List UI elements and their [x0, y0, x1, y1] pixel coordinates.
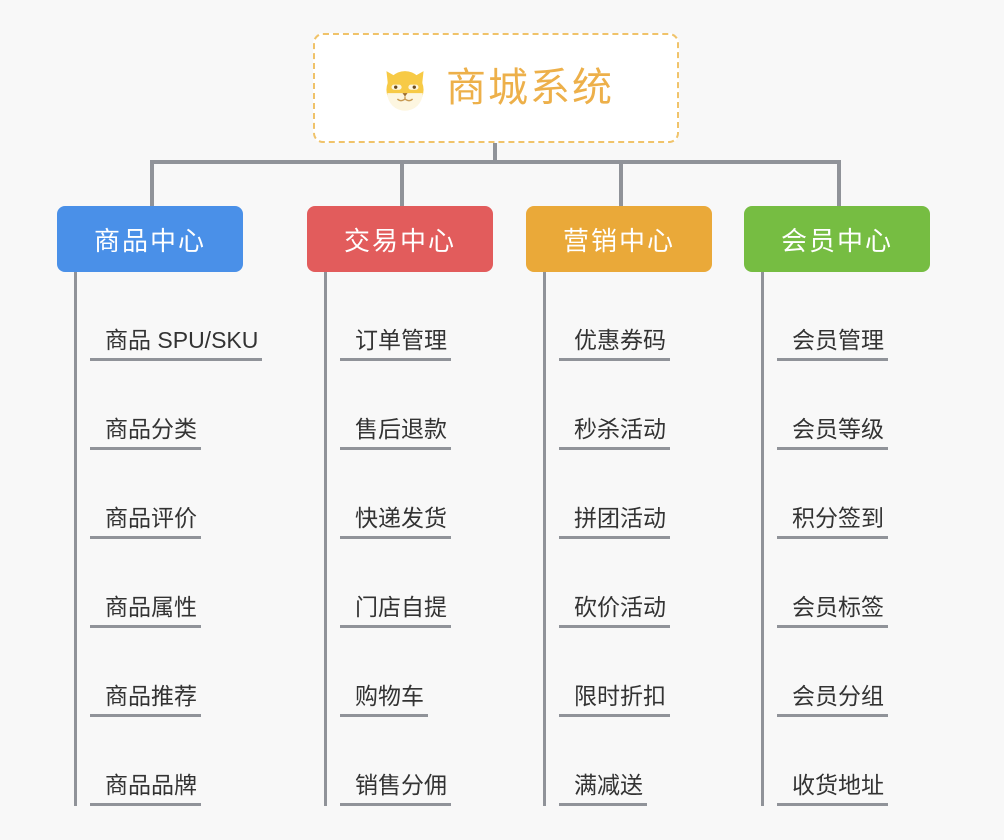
leaf-label: 购物车: [340, 684, 428, 717]
leaf-label: 限时折扣: [559, 684, 670, 717]
list-item[interactable]: 商品评价: [74, 450, 277, 539]
leaf-list-4: 会员管理 会员等级 积分签到 会员标签 会员分组 收货地址: [761, 272, 964, 806]
leaf-label: 满减送: [559, 773, 647, 806]
list-item[interactable]: 售后退款: [324, 361, 527, 450]
list-item[interactable]: 优惠券码: [543, 272, 746, 361]
list-item[interactable]: 限时折扣: [543, 628, 746, 717]
leaf-label: 收货地址: [777, 773, 888, 806]
category-column-2: 交易中心 订单管理 售后退款 快递发货 门店自提 购物车 销售分佣: [307, 206, 527, 806]
trunk-line-3: [543, 272, 546, 806]
leaf-label: 会员管理: [777, 328, 888, 361]
leaf-label: 会员标签: [777, 595, 888, 628]
category-label: 营销中心: [562, 225, 675, 256]
root-title: 商城系统: [446, 66, 614, 110]
category-label: 会员中心: [780, 225, 893, 256]
leaf-list-1: 商品 SPU/SKU 商品分类 商品评价 商品属性 商品推荐 商品品牌: [74, 272, 277, 806]
category-column-4: 会员中心 会员管理 会员等级 积分签到 会员标签 会员分组 收货地址: [744, 206, 964, 806]
list-item[interactable]: 商品推荐: [74, 628, 277, 717]
leaf-label: 商品属性: [90, 595, 201, 628]
category-header-marketing[interactable]: 营销中心: [526, 206, 712, 272]
leaf-list-3: 优惠券码 秒杀活动 拼团活动 砍价活动 限时折扣 满减送: [543, 272, 746, 806]
leaf-label: 优惠券码: [559, 328, 670, 361]
leaf-label: 商品评价: [90, 506, 201, 539]
list-item[interactable]: 商品品牌: [74, 717, 277, 806]
category-header-product[interactable]: 商品中心: [57, 206, 243, 272]
list-item[interactable]: 会员标签: [761, 539, 964, 628]
list-item[interactable]: 拼团活动: [543, 450, 746, 539]
leaf-label: 商品 SPU/SKU: [90, 328, 263, 361]
connector-drop-2: [400, 160, 404, 206]
leaf-label: 会员分组: [777, 684, 888, 717]
leaf-label: 秒杀活动: [559, 417, 670, 450]
trunk-line-4: [761, 272, 764, 806]
list-item[interactable]: 门店自提: [324, 539, 527, 628]
leaf-label: 商品推荐: [90, 684, 201, 717]
list-item[interactable]: 快递发货: [324, 450, 527, 539]
leaf-label: 门店自提: [340, 595, 451, 628]
list-item[interactable]: 会员等级: [761, 361, 964, 450]
leaf-label: 拼团活动: [559, 506, 670, 539]
category-column-3: 营销中心 优惠券码 秒杀活动 拼团活动 砍价活动 限时折扣 满减送: [526, 206, 746, 806]
category-column-1: 商品中心 商品 SPU/SKU 商品分类 商品评价 商品属性 商品推荐 商品品牌: [57, 206, 277, 806]
list-item[interactable]: 砍价活动: [543, 539, 746, 628]
leaf-label: 订单管理: [340, 328, 451, 361]
trunk-line-1: [74, 272, 77, 806]
leaf-label: 快递发货: [340, 506, 451, 539]
category-label: 商品中心: [93, 225, 206, 256]
leaf-list-2: 订单管理 售后退款 快递发货 门店自提 购物车 销售分佣: [324, 272, 527, 806]
connector-drop-1: [150, 160, 154, 206]
list-item[interactable]: 商品属性: [74, 539, 277, 628]
category-header-member[interactable]: 会员中心: [744, 206, 930, 272]
category-label: 交易中心: [343, 225, 456, 256]
connector-root-stem: [493, 143, 497, 162]
leaf-label: 商品品牌: [90, 773, 201, 806]
connector-drop-3: [619, 160, 623, 206]
leaf-label: 积分签到: [777, 506, 888, 539]
leaf-label: 销售分佣: [340, 773, 451, 806]
root-node-shop-system[interactable]: 商城系统: [313, 33, 679, 143]
list-item[interactable]: 订单管理: [324, 272, 527, 361]
list-item[interactable]: 销售分佣: [324, 717, 527, 806]
list-item[interactable]: 秒杀活动: [543, 361, 746, 450]
leaf-label: 商品分类: [90, 417, 201, 450]
category-header-trade[interactable]: 交易中心: [307, 206, 493, 272]
list-item[interactable]: 会员管理: [761, 272, 964, 361]
list-item[interactable]: 商品 SPU/SKU: [74, 272, 277, 361]
list-item[interactable]: 满减送: [543, 717, 746, 806]
leaf-label: 会员等级: [777, 417, 888, 450]
connector-drop-4: [837, 160, 841, 206]
list-item[interactable]: 收货地址: [761, 717, 964, 806]
shiba-dog-icon: [378, 61, 432, 115]
list-item[interactable]: 购物车: [324, 628, 527, 717]
trunk-line-2: [324, 272, 327, 806]
leaf-label: 砍价活动: [559, 595, 670, 628]
connector-horizontal-bus: [150, 160, 841, 164]
list-item[interactable]: 积分签到: [761, 450, 964, 539]
leaf-label: 售后退款: [340, 417, 451, 450]
list-item[interactable]: 商品分类: [74, 361, 277, 450]
list-item[interactable]: 会员分组: [761, 628, 964, 717]
